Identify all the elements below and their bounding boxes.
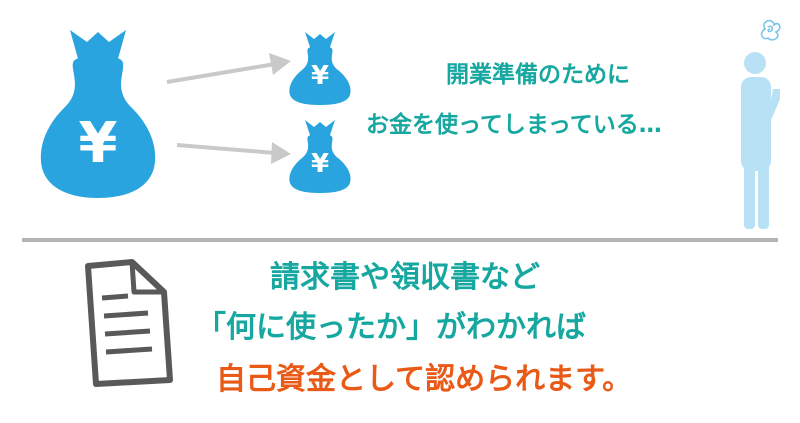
bottom-message-line2: 「何に使ったか」がわかれば — [196, 310, 586, 345]
small-bag-bottom-yen-symbol: ¥ — [310, 149, 330, 179]
bottom-message-line3: 自己資金として認められます。 — [216, 362, 633, 397]
top-message-line1: 開業準備のために — [446, 62, 630, 88]
worried-person-icon — [725, 15, 787, 235]
large-bag-yen-symbol: ¥ — [78, 111, 118, 176]
arrow-right-down-icon — [175, 135, 295, 167]
section-divider — [22, 238, 778, 242]
large-money-bag-icon — [38, 22, 158, 200]
document-icon — [82, 258, 178, 388]
top-message-line2: お金を使ってしまっている… — [366, 112, 662, 138]
arrow-right-up-icon — [165, 50, 295, 90]
small-bag-top-yen-symbol: ¥ — [310, 61, 330, 91]
bottom-message-line1: 請求書や領収書など — [270, 260, 540, 295]
small-money-bag-top-icon — [288, 30, 352, 106]
small-money-bag-bottom-icon — [288, 118, 352, 194]
